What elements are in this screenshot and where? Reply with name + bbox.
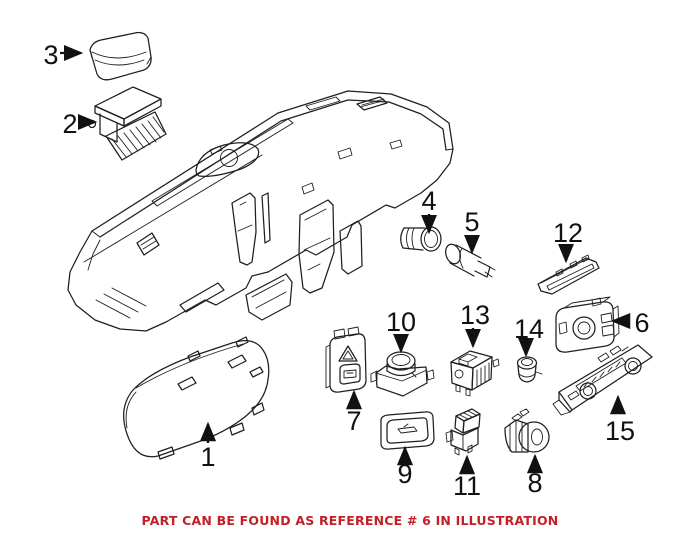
part-3-hud-cover-drawing <box>89 31 152 81</box>
callout-label-6: 6 <box>634 308 649 338</box>
part-12-switch-strip-drawing <box>537 254 600 295</box>
central-lock-icon <box>343 369 357 379</box>
callout-label-1: 1 <box>200 442 215 472</box>
callout-label-13: 13 <box>460 300 490 330</box>
callout-label-10: 10 <box>386 307 416 337</box>
part-1-instrument-cluster-drawing <box>123 336 270 460</box>
callout-label-2: 2 <box>62 109 77 139</box>
part-13-switch-block-drawing <box>450 350 500 397</box>
callout-label-7: 7 <box>346 406 361 436</box>
part-10-start-stop-button-drawing <box>370 351 435 397</box>
part-8-round-socket-drawing <box>504 408 550 453</box>
callout-label-15: 15 <box>605 416 635 446</box>
callout-label-5: 5 <box>464 207 479 237</box>
callout-label-9: 9 <box>397 459 412 489</box>
part-4-lighter-element-drawing <box>400 226 442 252</box>
callout-label-4: 4 <box>421 186 436 216</box>
part-6-headlight-switch-drawing <box>555 296 620 353</box>
part-5-power-socket-drawing <box>445 243 496 278</box>
dashboard-assembly-drawing <box>67 90 454 332</box>
part-7-hazard-switch-drawing <box>325 326 367 393</box>
reference-caption: PART CAN BE FOUND AS REFERENCE # 6 IN IL… <box>141 513 559 528</box>
callout-label-14: 14 <box>514 314 544 344</box>
hazard-triangle-icon <box>338 345 358 362</box>
callout-label-12: 12 <box>553 218 583 248</box>
callout-label-11: 11 <box>453 471 481 501</box>
trunk-open-icon <box>397 423 418 434</box>
callout-labels: 1 2 3 4 5 6 7 8 9 10 11 12 13 14 15 <box>43 40 649 501</box>
callout-label-3: 3 <box>43 40 58 70</box>
part-9-trunk-release-button-drawing <box>380 411 435 450</box>
part-14-grommet-drawing <box>516 356 543 383</box>
callout-label-8: 8 <box>527 468 542 498</box>
callout-arrows <box>60 44 631 475</box>
part-11-switch-drawing <box>445 408 481 456</box>
part-15-climate-control-drawing <box>552 344 653 416</box>
part-2-head-up-display-drawing <box>84 86 167 161</box>
